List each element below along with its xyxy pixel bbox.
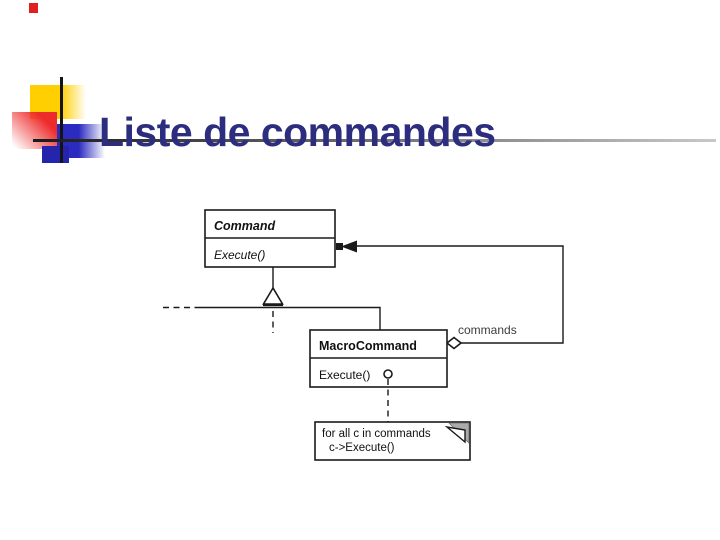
title-underline-rule bbox=[33, 139, 716, 142]
red-marker-square bbox=[29, 3, 38, 13]
command-class: Command Execute() bbox=[204, 209, 336, 268]
command-class-name: Command bbox=[214, 219, 275, 233]
macrocommand-class-name: MacroCommand bbox=[319, 339, 417, 353]
note-box: for all c in commands c->Execute() bbox=[314, 421, 471, 461]
arrowhead-tail-blob bbox=[336, 243, 343, 250]
macrocommand-execute-operation: Execute() bbox=[319, 368, 370, 382]
note-fold-flap bbox=[444, 425, 466, 444]
slide-title: Liste de commandes bbox=[99, 109, 496, 156]
aggregation-association-line bbox=[352, 245, 564, 344]
association-role-label: commands bbox=[458, 323, 517, 337]
aggregation-diamond bbox=[445, 336, 463, 350]
navigability-arrowhead bbox=[341, 240, 357, 253]
macrocommand-class: MacroCommand Execute() bbox=[309, 329, 448, 388]
note-text-line2: c->Execute() bbox=[329, 442, 395, 454]
command-execute-operation: Execute() bbox=[214, 248, 265, 262]
note-rectangle bbox=[314, 421, 471, 461]
inheritance-shelf-line bbox=[197, 306, 381, 330]
vertical-cross-line bbox=[60, 77, 63, 163]
generalization-triangle bbox=[262, 286, 284, 305]
note-anchor-circle bbox=[383, 369, 393, 379]
note-text-line1: for all c in commands bbox=[322, 428, 431, 440]
red-decor-square bbox=[12, 112, 57, 149]
